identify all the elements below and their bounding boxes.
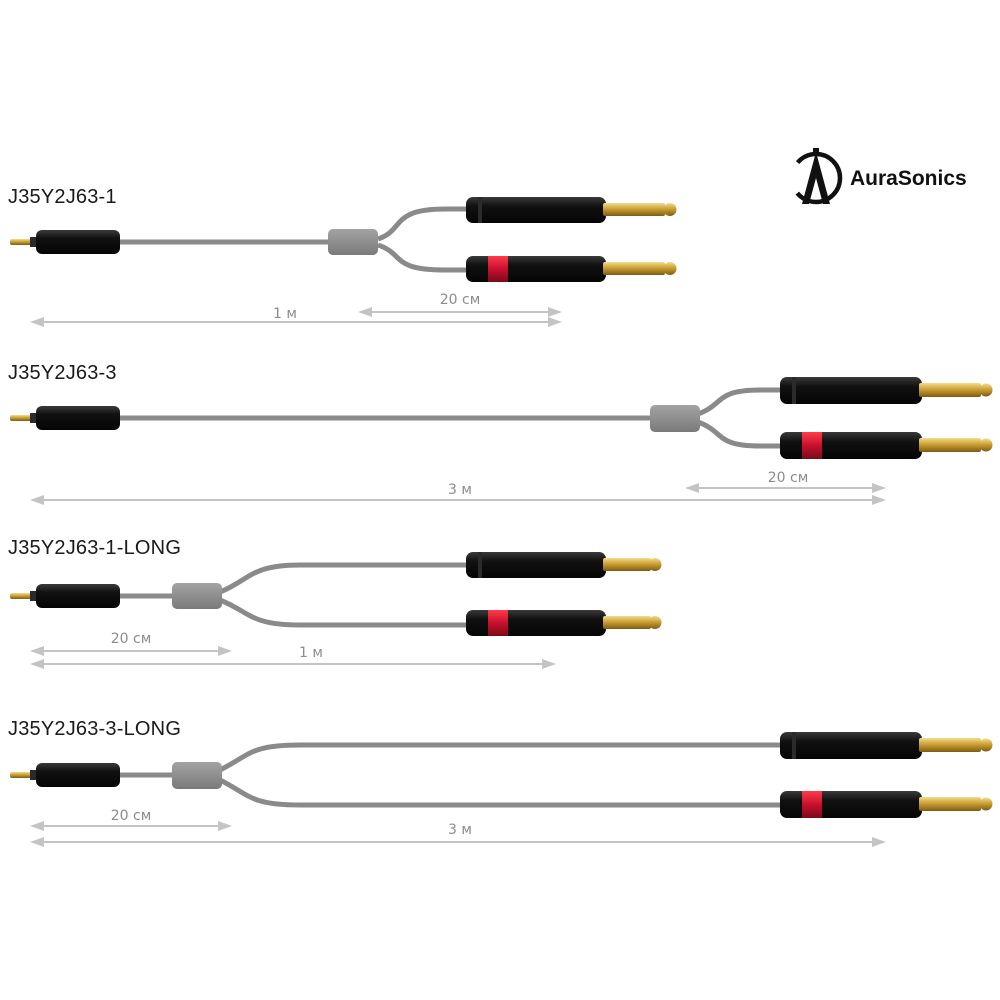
- y-splitter: [172, 762, 222, 789]
- jack-plug-bottom: [466, 610, 662, 636]
- jack-plug-top: [466, 197, 677, 223]
- dimension-split: 20 см: [685, 470, 886, 493]
- dimension-length-label: 1 м: [273, 306, 297, 322]
- cable-group-3: 20 см 1 м: [10, 552, 662, 669]
- jack-plug-bottom: [780, 432, 993, 459]
- mini-jack-plug: [10, 584, 120, 608]
- mini-jack-plug: [10, 406, 120, 430]
- brand-name: AuraSonics: [850, 167, 967, 190]
- dimension-split-label: 20 см: [440, 292, 481, 308]
- dimension-split: 20 см: [30, 808, 232, 831]
- jack-plug-bottom: [780, 791, 993, 818]
- jack-plug-top: [466, 552, 662, 578]
- aurasonics-logo-icon: [789, 148, 843, 205]
- dimension-split: 20 см: [358, 292, 562, 317]
- dimension-length: 1 м: [30, 645, 556, 669]
- model-label-3: J35Y2J63-1-LONG: [8, 537, 182, 559]
- model-label-2: J35Y2J63-3: [8, 362, 117, 384]
- y-splitter: [172, 583, 222, 609]
- cable-branch-top: [377, 206, 470, 242]
- dimension-length: 1 м: [30, 306, 562, 327]
- jack-plug-bottom: [466, 256, 677, 282]
- jack-plug-top: [780, 377, 993, 404]
- dimension-length: 3 м: [30, 822, 886, 847]
- model-label-1: J35Y2J63-1: [8, 186, 117, 208]
- jack-plug-top: [780, 732, 993, 759]
- cable-group-1: 1 м 20 см: [10, 197, 677, 327]
- dimension-split-label: 20 см: [111, 631, 152, 647]
- dimension-split-label: 20 см: [111, 808, 152, 824]
- dimension-length-label: 3 м: [448, 482, 472, 498]
- cable-branch-top: [697, 387, 784, 417]
- dimension-split-label: 20 см: [768, 470, 809, 486]
- cable-branch-bottom: [697, 419, 784, 449]
- cable-branch-bottom: [218, 777, 784, 808]
- model-label-4: J35Y2J63-3-LONG: [8, 718, 182, 740]
- mini-jack-plug: [10, 763, 120, 787]
- brand-logo: AuraSonics: [788, 148, 967, 210]
- mini-jack-plug: [10, 230, 120, 254]
- dimension-length-label: 3 м: [448, 822, 472, 838]
- dimension-length-label: 1 м: [299, 645, 323, 661]
- dimension-length: 3 м: [30, 482, 886, 505]
- y-splitter: [650, 405, 700, 432]
- dimension-split: 20 см: [30, 631, 232, 656]
- cable-group-2: 3 м 20 см: [10, 377, 993, 505]
- cable-branch-top: [219, 562, 470, 595]
- cable-branch-bottom: [377, 242, 470, 273]
- y-splitter: [328, 229, 378, 255]
- cable-branch-top: [218, 742, 784, 773]
- cable-branch-bottom: [219, 597, 470, 628]
- cable-group-4: 20 см 3 м: [10, 732, 993, 847]
